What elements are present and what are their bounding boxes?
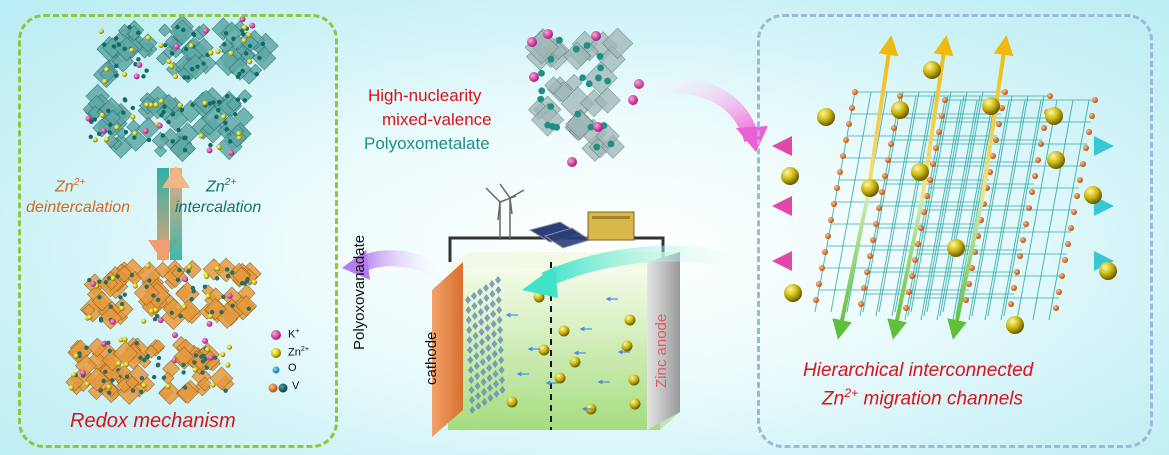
anode-label: Zinc anode xyxy=(653,313,670,388)
zn-label-deintercalation: Zn2+ xyxy=(55,177,86,196)
redox-mechanism-panel xyxy=(18,14,338,448)
cathode-label-line1: Polyoxovanadate xyxy=(351,234,368,350)
legend-zn: Zn2+ xyxy=(288,345,309,359)
intercalation-label: intercalation xyxy=(175,199,262,216)
polyoxometalate-molecule xyxy=(524,27,644,167)
pom-label-line1: High-nuclearity xyxy=(368,86,482,105)
pom-label-line2: mixed-valence xyxy=(382,110,492,129)
zn-label-intercalation: Zn2+ xyxy=(206,177,237,196)
legend-o: O xyxy=(288,362,297,374)
redox-arrows xyxy=(148,166,190,262)
purple-curved-arrow xyxy=(356,250,444,280)
cathode-label-line2: cathode xyxy=(423,331,440,385)
legend-k: K+ xyxy=(288,327,300,341)
deintercalation-label: deintercalation xyxy=(26,199,131,216)
pom-crystals-teal xyxy=(82,14,279,163)
channels-title-line1: Hierarchical interconnected xyxy=(803,360,1034,381)
pom-label-line3: Polyoxometalate xyxy=(364,134,490,153)
migration-channel-grid xyxy=(772,35,1117,340)
redox-mechanism-title: Redox mechanism xyxy=(70,410,236,432)
legend-markers xyxy=(268,330,288,393)
battery-cell xyxy=(432,183,680,437)
pink-curved-arrow xyxy=(639,76,760,143)
legend-v: V xyxy=(292,380,300,392)
migration-channels-panel xyxy=(757,14,1153,448)
channels-title-line2: Zn2+ migration channels xyxy=(822,386,1024,410)
pom-crystals-orange xyxy=(65,257,262,406)
teal-curved-arrow xyxy=(541,245,754,288)
